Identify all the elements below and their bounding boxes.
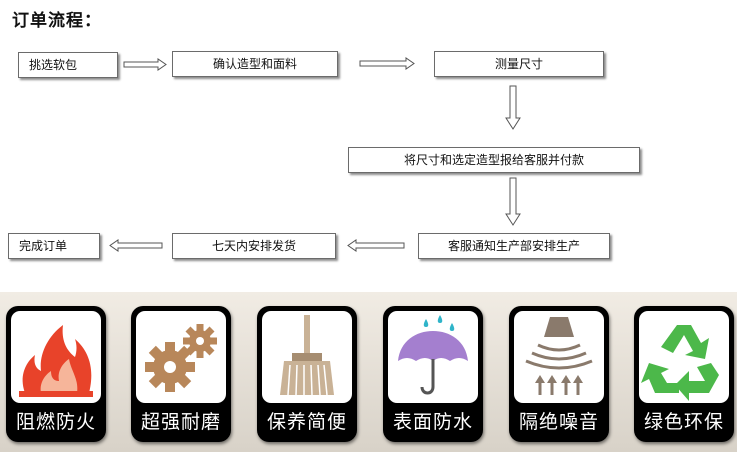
umbrella-icon	[398, 315, 468, 395]
flow-step-select-panel: 挑选软包	[18, 52, 118, 78]
feature-label: 超强耐磨	[140, 411, 221, 433]
feature-label: 绿色环保	[643, 411, 724, 433]
arrow-right-icon	[359, 57, 415, 70]
soundproof-icon	[525, 317, 593, 395]
gears-icon	[145, 324, 217, 392]
flow-step-measure: 测量尺寸	[434, 51, 604, 77]
feature-easy-care: 保养简便	[257, 306, 357, 442]
flow-step-ship: 七天内安排发货	[172, 233, 336, 259]
feature-label: 阻燃防火	[15, 411, 96, 433]
flow-arrows	[109, 57, 521, 252]
flow-step-label: 客服通知生产部安排生产	[447, 239, 580, 253]
feature-eco-friendly: 绿色环保	[634, 306, 734, 442]
feature-label: 隔绝噪音	[518, 411, 599, 433]
flow-step-report-and-pay: 将尺寸和选定造型报给客服并付款	[348, 147, 640, 173]
feature-soundproof: 隔绝噪音	[509, 306, 609, 442]
flow-step-label: 七天内安排发货	[211, 239, 296, 253]
flow-step-complete: 完成订单	[8, 233, 100, 259]
flow-step-label: 完成订单	[19, 239, 68, 253]
arrow-right-icon	[123, 58, 167, 71]
flame-icon	[19, 325, 93, 397]
features-band	[0, 292, 737, 452]
flow-step-label: 确认造型和面料	[212, 57, 297, 71]
flow-step-confirm-style: 确认造型和面料	[172, 51, 338, 77]
arrow-down-icon	[505, 177, 521, 226]
flow-step-production: 客服通知生产部安排生产	[418, 233, 610, 259]
flow-step-label: 将尺寸和选定造型报给客服并付款	[403, 153, 584, 167]
broom-icon	[280, 315, 334, 396]
arrow-left-icon	[347, 239, 405, 252]
feature-waterproof: 表面防水	[383, 306, 483, 442]
arrow-down-icon	[505, 85, 521, 130]
arrow-left-icon	[109, 239, 163, 252]
feature-label: 表面防水	[392, 411, 473, 433]
page-title: 订单流程：	[12, 11, 102, 31]
feature-wear-resistant: 超强耐磨	[131, 306, 231, 442]
flow-step-label: 挑选软包	[29, 58, 78, 72]
flow-step-label: 测量尺寸	[494, 57, 543, 71]
feature-label: 保养简便	[266, 411, 347, 433]
recycle-icon	[641, 325, 719, 401]
feature-fire-resistant: 阻燃防火	[6, 306, 106, 442]
